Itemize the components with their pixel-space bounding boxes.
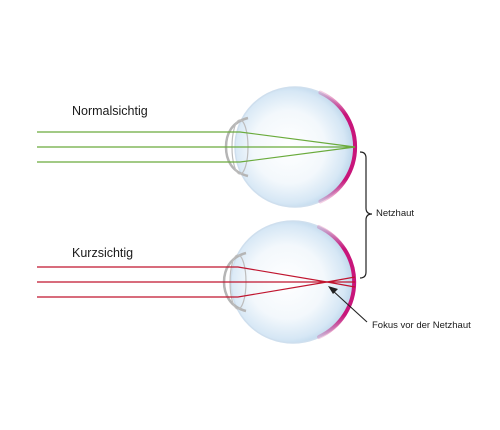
- myopic-label: Kurzsichtig: [72, 246, 134, 260]
- retina-bracket: [359, 151, 373, 279]
- myopic-rays: [37, 266, 356, 298]
- myopic-ray: [37, 276, 356, 298]
- myopic-eye: [37, 220, 357, 344]
- focus-arrow: [328, 286, 368, 323]
- focus-label: Fokus vor der Netzhaut: [372, 320, 471, 331]
- normal-ray: [37, 146, 356, 163]
- normal-label: Normalsichtig: [72, 104, 148, 118]
- normal-ray: [37, 131, 356, 148]
- myopic-ray: [37, 266, 356, 288]
- normal-rays: [37, 131, 356, 163]
- normal-retina: [318, 90, 358, 204]
- retina-label: Netzhaut: [376, 208, 415, 219]
- normal-eye: [37, 86, 358, 208]
